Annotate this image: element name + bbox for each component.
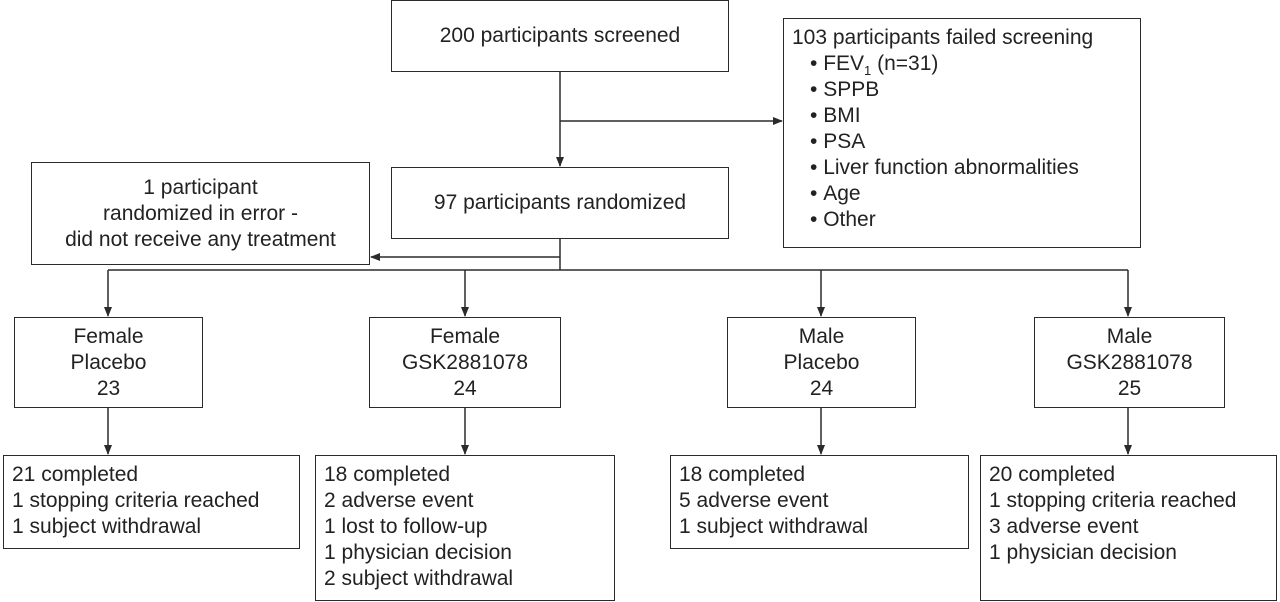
error-line: 1 participant [143, 175, 258, 199]
group-box-male-gsk2881078: Male GSK2881078 25 [1034, 317, 1225, 408]
failed-reasons-list: FEV1 (n=31) SPPB BMI PSA Liver function … [792, 51, 1140, 233]
outcome-box-male-gsk2881078: 20 completed 1 stopping criteria reached… [980, 455, 1277, 601]
group-treatment: GSK2881078 [1066, 350, 1193, 374]
error-line: did not receive any treatment [65, 227, 336, 251]
group-sex: Male [1106, 324, 1153, 348]
failed-reason: Other [810, 207, 1140, 233]
error-line: randomized in error - [103, 201, 298, 225]
outcome-line: 5 adverse event [679, 489, 829, 512]
group-box-male-placebo: Male Placebo 24 [727, 317, 916, 408]
fev-subscript: 1 [864, 63, 872, 79]
group-box-female-gsk2881078: Female GSK2881078 24 [369, 317, 561, 408]
group-treatment: Placebo [70, 350, 147, 374]
group-count: 25 [1117, 376, 1142, 400]
outcome-line: 1 stopping criteria reached [989, 489, 1237, 512]
group-treatment: GSK2881078 [401, 350, 529, 374]
outcome-line: 1 physician decision [324, 541, 512, 564]
fev-label: FEV [823, 52, 865, 75]
group-count: 24 [453, 376, 477, 400]
outcome-line: 1 subject withdrawal [679, 515, 869, 538]
failed-reason-fev: FEV1 (n=31) [810, 51, 1140, 77]
outcome-line: 18 completed [324, 463, 451, 486]
outcome-line: 2 adverse event [324, 489, 474, 512]
screened-box: 200 participants screened [391, 0, 729, 72]
outcome-box-male-placebo: 18 completed 5 adverse event 1 subject w… [670, 455, 969, 549]
fev-count: (n=31) [877, 52, 939, 75]
failed-reason: Liver function abnormalities [810, 155, 1140, 181]
failed-screening-box: 103 participants failed screening FEV1 (… [783, 18, 1141, 248]
group-treatment: Placebo [783, 350, 860, 374]
outcome-line: 20 completed [989, 463, 1116, 486]
outcome-line: 2 subject withdrawal [324, 567, 514, 590]
randomized-text: 97 participants randomized [433, 191, 687, 214]
outcome-box-female-gsk2881078: 18 completed 2 adverse event 1 lost to f… [315, 455, 615, 601]
group-sex: Male [798, 324, 845, 348]
outcome-box-female-placebo: 21 completed 1 stopping criteria reached… [3, 455, 300, 549]
failed-reason: SPPB [810, 77, 1140, 103]
outcome-line: 1 physician decision [989, 541, 1177, 564]
outcome-line: 1 lost to follow-up [324, 515, 488, 538]
outcome-line: 1 stopping criteria reached [12, 489, 260, 512]
screened-text: 200 participants screened [439, 24, 681, 47]
outcome-line: 18 completed [679, 463, 806, 486]
failed-reason: Age [810, 181, 1140, 207]
group-sex: Female [429, 324, 501, 348]
group-box-female-placebo: Female Placebo 23 [14, 317, 203, 408]
randomized-in-error-box: 1 participant randomized in error - did … [31, 162, 370, 265]
group-count: 23 [96, 376, 121, 400]
outcome-line: 21 completed [12, 463, 139, 486]
failed-reason: PSA [810, 129, 1140, 155]
outcome-line: 1 subject withdrawal [12, 515, 202, 538]
randomized-box: 97 participants randomized [391, 167, 729, 239]
failed-reason: BMI [810, 103, 1140, 129]
group-sex: Female [73, 324, 144, 348]
outcome-line: 3 adverse event [989, 515, 1139, 538]
group-count: 24 [809, 376, 834, 400]
failed-screening-title: 103 participants failed screening [792, 26, 1094, 49]
